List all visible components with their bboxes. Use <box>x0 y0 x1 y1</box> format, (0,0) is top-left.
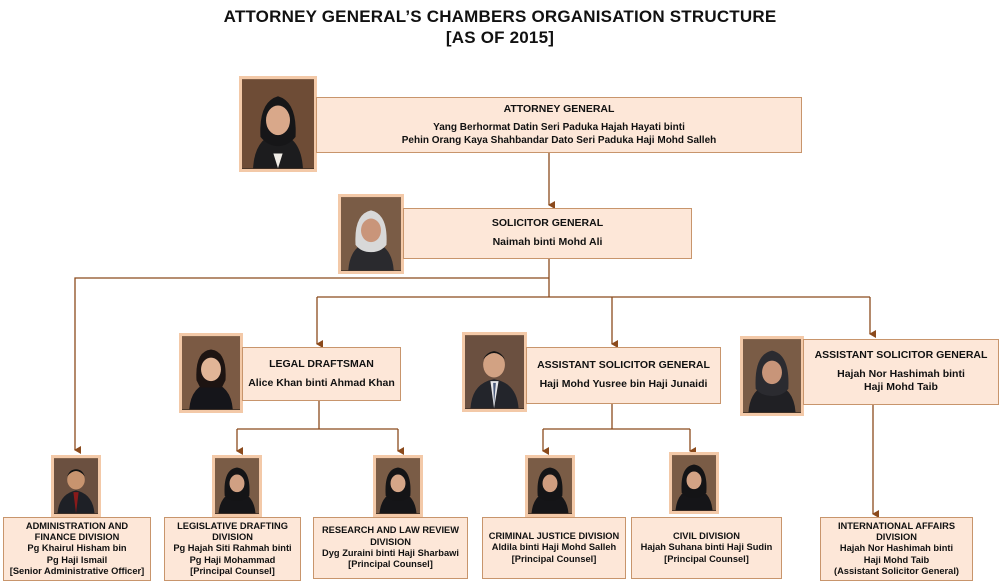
admin-finance-box: ADMINISTRATION AND FINANCE DIVISION Pg K… <box>3 517 151 581</box>
attorney-general-heading: ATTORNEY GENERAL <box>503 103 615 116</box>
legislative-drafting-box: LEGISLATIVE DRAFTING DIVISION Pg Hajah S… <box>164 517 301 581</box>
connector-admin <box>74 277 549 454</box>
international-affairs-name-line1: Hajah Nor Hashimah binti <box>839 543 954 554</box>
international-affairs-heading-2: DIVISION <box>876 532 917 542</box>
attorney-general-photo <box>239 76 317 172</box>
criminal-justice-heading: CRIMINAL JUSTICE DIVISION <box>488 531 620 541</box>
research-law-review-heading-2: DIVISION <box>370 536 411 547</box>
legislative-drafting-heading-1: LEGISLATIVE DRAFTING <box>177 520 288 531</box>
international-affairs-role: (Assistant Solicitor General) <box>833 565 960 576</box>
civil-role: [Principal Counsel] <box>664 553 749 564</box>
research-law-review-name: Dyg Zuraini binti Haji Sharbawi <box>322 548 459 558</box>
asg-1-heading: ASSISTANT SOLICITOR GENERAL <box>537 359 710 372</box>
asg-1-photo <box>462 332 527 412</box>
civil-name: Hajah Suhana binti Haji Sudin <box>640 542 773 553</box>
admin-finance-photo <box>51 455 101 517</box>
criminal-justice-name: Aldila binti Haji Mohd Salleh <box>491 542 617 553</box>
attorney-general-box: ATTORNEY GENERAL Yang Berhormat Datin Se… <box>316 97 802 153</box>
attorney-general-name-line1: Yang Berhormat Datin Seri Paduka Hajah H… <box>433 121 685 133</box>
admin-finance-name-line1: Pg Khairul Hisham bin <box>27 543 127 554</box>
chart-title: ATTORNEY GENERAL’S CHAMBERS ORGANISATION… <box>223 7 777 26</box>
attorney-general-name-line2: Pehin Orang Kaya Shahbandar Dato Seri Pa… <box>401 134 717 146</box>
civil-heading: CIVIL DIVISION <box>673 531 740 541</box>
legal-draftsman-name: Alice Khan binti Ahmad Khan <box>248 376 395 389</box>
legislative-drafting-heading-2: DIVISION <box>212 532 253 542</box>
portrait-woman-headscarf-icon <box>242 79 314 169</box>
legal-draftsman-heading: LEGAL DRAFTSMAN <box>269 357 374 370</box>
asg-1-name: Haji Mohd Yusree bin Haji Junaidi <box>539 378 708 390</box>
research-law-review-heading-1: RESEARCH AND LAW REVIEW <box>321 525 460 536</box>
admin-finance-name-line2: Pg Haji Ismail <box>46 554 108 565</box>
chart-subtitle: [AS OF 2015] <box>445 28 555 47</box>
legislative-drafting-role: [Principal Counsel] <box>190 565 275 576</box>
legal-draftsman-photo <box>179 333 243 413</box>
asg-2-name-line2: Haji Mohd Taib <box>864 381 938 394</box>
admin-finance-heading-2: FINANCE DIVISION <box>34 532 120 542</box>
portrait-woman-headscarf-icon <box>528 458 572 514</box>
portrait-woman-headscarf-icon <box>743 339 801 413</box>
legislative-drafting-name-line1: Pg Hajah Siti Rahmah binti <box>173 543 292 554</box>
asg-2-box: ASSISTANT SOLICITOR GENERAL Hajah Nor Ha… <box>803 339 999 405</box>
criminal-justice-photo <box>525 455 575 517</box>
criminal-justice-box: CRIMINAL JUSTICE DIVISION Aldila binti H… <box>482 517 626 579</box>
portrait-woman-headscarf-icon <box>341 197 401 271</box>
asg-1-box: ASSISTANT SOLICITOR GENERAL Haji Mohd Yu… <box>526 347 721 404</box>
research-law-review-role: [Principal Counsel] <box>348 559 433 570</box>
legal-draftsman-box: LEGAL DRAFTSMAN Alice Khan binti Ahmad K… <box>242 347 401 401</box>
criminal-justice-role: [Principal Counsel] <box>511 553 597 564</box>
admin-finance-role: [Senior Administrative Officer] <box>9 565 145 576</box>
portrait-woman-icon <box>182 336 240 410</box>
solicitor-general-heading: SOLICITOR GENERAL <box>491 217 604 230</box>
international-affairs-name-line2: Haji Mohd Taib <box>863 554 930 565</box>
portrait-man-icon <box>54 458 98 514</box>
civil-box: CIVIL DIVISION Hajah Suhana binti Haji S… <box>631 517 782 579</box>
portrait-man-icon <box>465 335 524 409</box>
international-affairs-box: INTERNATIONAL AFFAIRS DIVISION Hajah Nor… <box>820 517 973 581</box>
solicitor-general-box: SOLICITOR GENERAL Naimah binti Mohd Ali <box>403 208 692 259</box>
asg-2-name-line1: Hajah Nor Hashimah binti <box>837 367 965 380</box>
legislative-drafting-name-line2: Pg Haji Mohammad <box>189 554 276 565</box>
research-law-review-photo <box>373 455 423 517</box>
admin-finance-heading-1: ADMINISTRATION AND <box>25 520 129 531</box>
legislative-drafting-photo <box>212 455 262 517</box>
research-law-review-box: RESEARCH AND LAW REVIEW DIVISION Dyg Zur… <box>313 517 468 579</box>
portrait-woman-headscarf-icon <box>672 455 716 511</box>
international-affairs-heading-1: INTERNATIONAL AFFAIRS <box>837 520 956 531</box>
asg-2-photo <box>740 336 804 416</box>
asg-2-heading: ASSISTANT SOLICITOR GENERAL <box>814 349 988 362</box>
civil-photo <box>669 452 719 514</box>
portrait-woman-headscarf-icon <box>376 458 420 514</box>
solicitor-general-photo <box>338 194 404 274</box>
solicitor-general-name: Naimah binti Mohd Ali <box>492 236 603 248</box>
portrait-woman-headscarf-icon <box>215 458 259 514</box>
